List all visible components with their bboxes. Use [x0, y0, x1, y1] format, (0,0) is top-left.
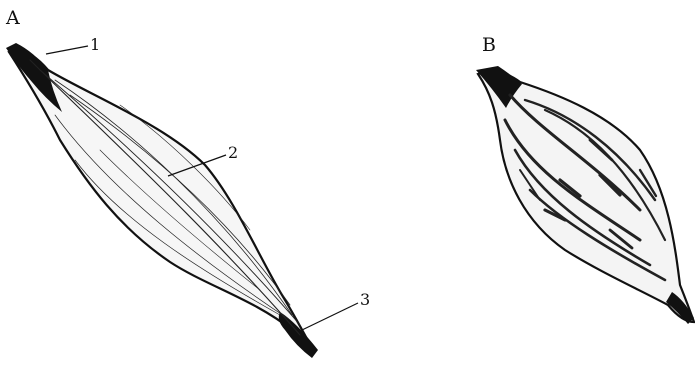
- panel-b: B: [476, 34, 695, 324]
- muscle-a-belly: [9, 50, 314, 353]
- callout-3-leader: [301, 302, 359, 331]
- muscle-b-outline: [476, 70, 695, 324]
- tendon-a-distal: [278, 312, 318, 358]
- muscle-a-fibers: [29, 59, 301, 336]
- callout-2-leader: [167, 154, 227, 177]
- callout-2-label: 2: [228, 143, 238, 162]
- callout-1-label: 1: [90, 35, 100, 54]
- callout-1-leader: [45, 45, 89, 55]
- tendon-a-proximal: [6, 43, 62, 112]
- tendon-b-distal: [666, 292, 694, 324]
- panel-a-label: A: [5, 7, 20, 29]
- panel-a: A 1 2 3: [5, 7, 370, 358]
- muscle-b-fibers: [503, 93, 667, 282]
- panel-b-label: B: [482, 34, 496, 56]
- callout-3-label: 3: [360, 290, 370, 309]
